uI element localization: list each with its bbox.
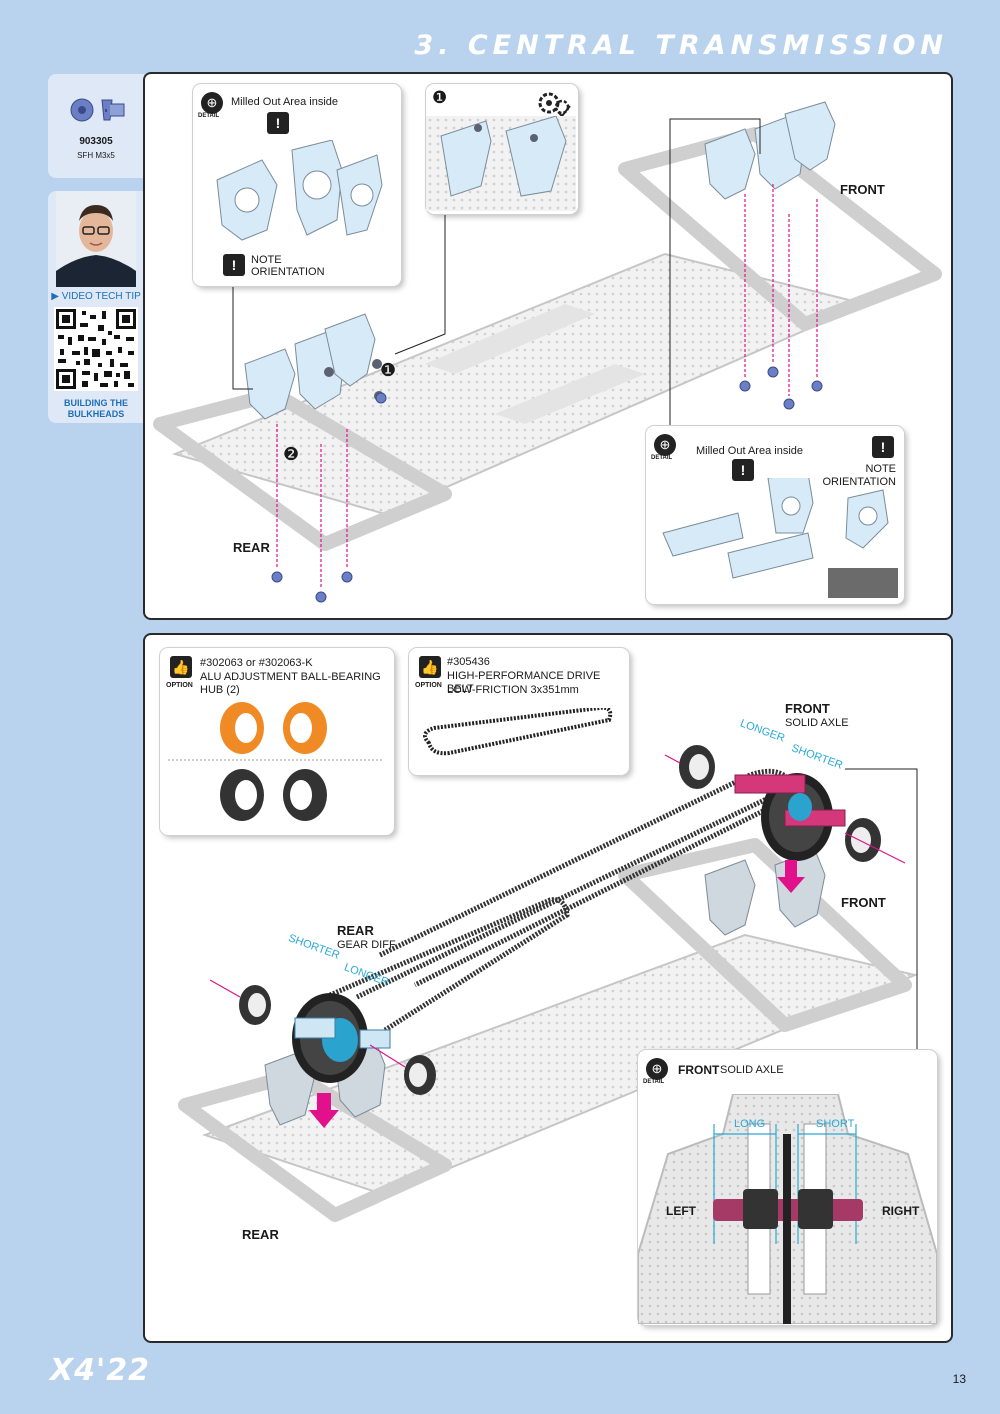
screw-icon	[70, 98, 125, 122]
front-axle-title: FRONT	[785, 701, 830, 716]
chassis-illustration-2	[178, 745, 919, 1222]
milled-note-a: Milled Out Area inside	[231, 96, 338, 108]
detail-label: DETAIL	[198, 113, 220, 119]
detail-icon: ⊕	[654, 434, 676, 456]
label-front-2: FRONT	[841, 895, 886, 910]
detail-title: FRONT	[678, 1063, 720, 1077]
part-number: 903305	[79, 136, 113, 147]
detail-right: RIGHT	[882, 1204, 920, 1218]
detail-callout-a: ⊕ DETAIL Milled Out Area inside ! ! NOTE…	[193, 84, 401, 286]
thumbs-up-icon: 👍	[419, 656, 441, 678]
belt-illustration	[423, 708, 613, 756]
play-icon: ▶	[51, 291, 59, 302]
detail-front-axle: ⊕ DETAIL FRONT SOLID AXLE LONG SHORT LEF…	[638, 1050, 937, 1325]
note-a-1: NOTE	[251, 254, 282, 266]
bulkhead-detail-b	[426, 116, 576, 211]
bulkhead-detail-c	[662, 478, 898, 598]
chassis-illustration-1	[153, 101, 942, 603]
hub-illustration	[168, 702, 382, 821]
note-c-1: NOTE	[865, 463, 896, 475]
rear-diff-title: REAR	[337, 923, 374, 938]
detail-label: DETAIL	[651, 455, 673, 461]
warning-icon: !	[223, 254, 245, 276]
presenter-photo	[56, 191, 136, 287]
milled-note-c: Milled Out Area inside	[696, 445, 803, 457]
label-rear-1: REAR	[233, 540, 270, 555]
warning-icon: !	[872, 436, 894, 458]
page-title: 3. CENTRAL TRANSMISSION	[414, 30, 948, 61]
brand-logo: X4'22	[50, 1353, 150, 1388]
option-b-line3: LOW-FRICTION 3x351mm	[447, 684, 579, 696]
detail-sub: SOLID AXLE	[720, 1064, 784, 1076]
step-marker: ❶	[432, 88, 448, 107]
label-rear-2: REAR	[242, 1227, 279, 1242]
option-label: OPTION	[415, 682, 442, 689]
detail-label: DETAIL	[643, 1079, 665, 1085]
warning-icon: !	[267, 112, 289, 134]
front-axle-sub: SOLID AXLE	[785, 717, 849, 729]
page-number: 13	[952, 1372, 966, 1386]
option-card-hub: 👍 OPTION #302063 or #302063-K ALU ADJUST…	[160, 648, 394, 835]
video-caption-1: BUILDING THE	[64, 398, 128, 408]
option-card-belt: 👍 OPTION #305436 HIGH-PERFORMANCE DRIVE …	[409, 648, 629, 775]
note-a-2: ORIENTATION	[251, 266, 325, 278]
option-b-line2: HIGH-PERFORMANCE DRIVE BELT	[447, 670, 601, 695]
marker-2: ❷	[283, 444, 300, 464]
option-b-line1: #305436	[447, 656, 490, 668]
label-front-1: FRONT	[840, 182, 885, 197]
gear-check-icon	[538, 92, 571, 118]
option-a-line1: #302063 or #302063-K	[200, 657, 313, 669]
part-card: 903305 SFH M3x5	[48, 74, 144, 178]
video-tech-tip[interactable]: ▶ VIDEO TECH TIP	[51, 291, 141, 302]
warning-icon: !	[732, 459, 754, 481]
video-card[interactable]: ▶ VIDEO TECH TIP BUILDING THE BULKHEADS	[48, 191, 144, 423]
detail-short: SHORT	[816, 1118, 855, 1130]
detail-callout-b: ❶	[426, 84, 578, 214]
detail-left: LEFT	[666, 1204, 696, 1218]
marker-1: ❶	[380, 360, 397, 380]
qr-code[interactable]	[54, 307, 138, 391]
thumbs-up-icon: 👍	[170, 656, 192, 678]
video-caption-2: BULKHEADS	[67, 409, 125, 419]
note-c-2: ORIENTATION	[822, 476, 896, 488]
option-label: OPTION	[166, 682, 193, 689]
detail-icon: ⊕	[201, 92, 223, 114]
option-a-line2: ALU ADJUSTMENT BALL-BEARING HUB (2)	[200, 671, 381, 696]
part-desc: SFH M3x5	[77, 151, 115, 160]
detail-icon: ⊕	[646, 1058, 668, 1080]
axle-detail-illustration	[638, 1094, 937, 1324]
detail-callout-c: ⊕ DETAIL Milled Out Area inside ! NOTE O…	[646, 426, 904, 604]
detail-long: LONG	[734, 1118, 766, 1130]
bulkhead-detail-a	[216, 140, 383, 241]
rear-diff-sub: GEAR DIFF	[337, 939, 396, 951]
